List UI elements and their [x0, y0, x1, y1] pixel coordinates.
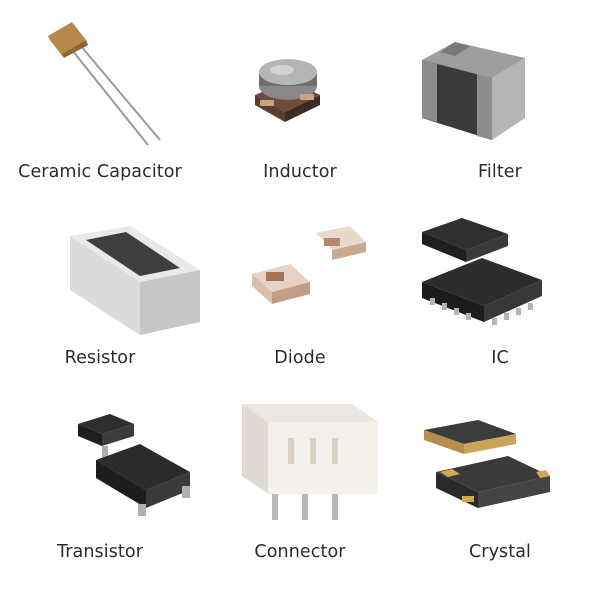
component-tile-diode[interactable]: Diode: [200, 200, 400, 400]
component-tile-resistor[interactable]: Resistor: [0, 200, 200, 400]
component-label: Transistor: [57, 542, 143, 562]
component-label: Ceramic Capacitor: [18, 162, 182, 182]
ic-chip-icon: [422, 218, 542, 325]
resistor-icon: [70, 226, 200, 335]
component-label: Crystal: [468, 542, 532, 562]
component-label: Connector: [254, 542, 346, 562]
component-tile-filter[interactable]: Filter: [400, 0, 600, 200]
component-tile-ceramic-capacitor[interactable]: Ceramic Capacitor: [0, 0, 200, 200]
component-tile-crystal[interactable]: Crystal: [400, 400, 600, 600]
component-tile-inductor[interactable]: Inductor: [200, 0, 400, 200]
component-tile-transistor[interactable]: Transistor: [0, 400, 200, 600]
transistor-icon: [78, 414, 190, 516]
component-label: Diode: [274, 348, 326, 368]
filter-icon: [422, 42, 525, 140]
connector-icon: [242, 404, 378, 520]
component-label: IC: [491, 348, 509, 368]
component-label: Resistor: [64, 348, 136, 368]
component-label: Filter: [478, 162, 522, 182]
crystal-icon: [424, 420, 550, 508]
component-tile-ic[interactable]: IC: [400, 200, 600, 400]
component-label: Inductor: [263, 162, 337, 182]
component-tile-connector[interactable]: Connector: [200, 400, 400, 600]
diode-icon: [252, 226, 366, 304]
ceramic-capacitor-icon: [48, 22, 161, 146]
inductor-icon: [255, 59, 320, 122]
